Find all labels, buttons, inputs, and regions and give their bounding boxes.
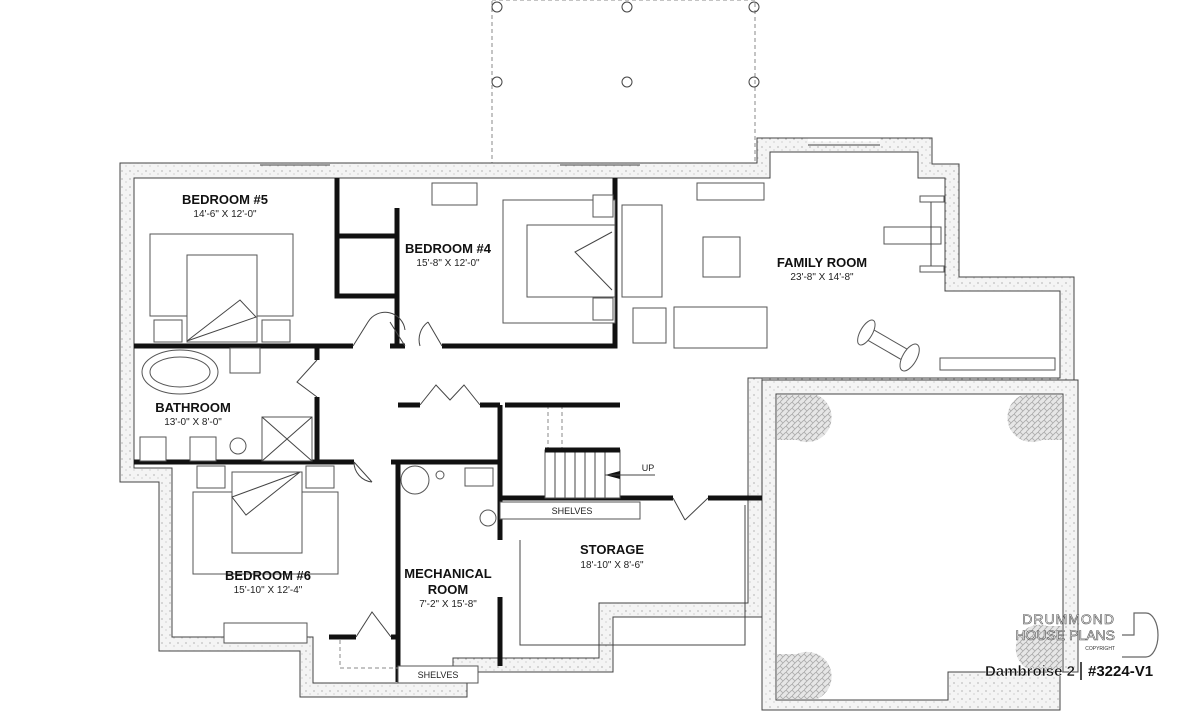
shelves-mechanical [397, 665, 479, 684]
shelves-label-lower: SHELVES [418, 670, 459, 680]
sofa [621, 204, 663, 298]
exterior-walls [119, 137, 1075, 698]
bath-mat [229, 347, 261, 374]
post-icon [748, 76, 760, 88]
post-icon [621, 1, 633, 13]
room-name-mechanical-2: ROOM [428, 582, 468, 597]
brand-line1: DRUMMOND [1022, 611, 1115, 627]
room-dims-mechanical: 7'-2" X 15'-8" [419, 599, 477, 610]
post-icon [748, 1, 760, 13]
sofa [673, 306, 768, 349]
stairs-up-label: UP [642, 463, 655, 473]
room-name-mechanical-1: MECHANICAL [404, 566, 491, 581]
room-dims-bathroom: 13'-0" X 8'-0" [164, 417, 222, 428]
plan-name: Dambroise 2 [985, 663, 1075, 680]
room-name-bedroom4: BEDROOM #4 [405, 241, 492, 256]
post-icon [621, 76, 633, 88]
sink [189, 436, 217, 462]
brand-d-icon [1122, 612, 1159, 658]
post-icon [491, 76, 503, 88]
room-dims-bedroom5: 14'-6" X 12'-0" [193, 209, 257, 220]
room-name-bedroom6: BEDROOM #6 [225, 568, 311, 583]
interior-walls [134, 178, 762, 682]
tv-console [696, 182, 765, 201]
bed [186, 254, 258, 343]
toilet [229, 437, 247, 455]
furnace [464, 467, 494, 487]
exercise-bike [857, 319, 920, 372]
sink [139, 436, 167, 462]
staircase [505, 402, 655, 499]
brand-logo: DRUMMOND HOUSE PLANS COPYRIGHT Dambroise… [985, 611, 1159, 680]
post-icon [491, 1, 503, 13]
room-name-bedroom5: BEDROOM #5 [182, 192, 268, 207]
weight-bench [883, 226, 942, 245]
room-dims-bedroom6: 15'-10" X 12'-4" [234, 585, 303, 596]
furniture [139, 182, 1056, 644]
dresser [223, 622, 308, 644]
coffee-table [702, 236, 741, 278]
water-heater [400, 465, 430, 495]
plan-number: #3224-V1 [1088, 663, 1153, 680]
room-name-family: FAMILY ROOM [777, 255, 867, 270]
doors [296, 311, 709, 638]
nightstand [261, 319, 291, 343]
room-dims-storage: 18'-10" X 8'-6" [580, 560, 644, 571]
room-name-storage: STORAGE [580, 542, 644, 557]
side-table [632, 307, 667, 344]
terrace-pergola [491, 0, 760, 164]
shelves-storage [499, 501, 641, 520]
unexcavated-area [761, 379, 1079, 711]
brand-copyright: COPYRIGHT [1085, 646, 1115, 652]
room-name-bathroom: BATHROOM [155, 400, 231, 415]
bed [526, 224, 616, 298]
dumbbell-rack [939, 357, 1056, 371]
room-labels: BEDROOM #5 14'-6" X 12'-0" BEDROOM #4 15… [155, 192, 867, 680]
nightstand [153, 319, 183, 343]
room-dims-family: 23'-8" X 14'-8" [790, 272, 854, 283]
room-dims-bedroom4: 15'-8" X 12'-0" [416, 258, 480, 269]
shelves-label-upper: SHELVES [552, 506, 593, 516]
desk [431, 182, 478, 206]
brand-line2: HOUSE PLANS [1015, 627, 1115, 643]
